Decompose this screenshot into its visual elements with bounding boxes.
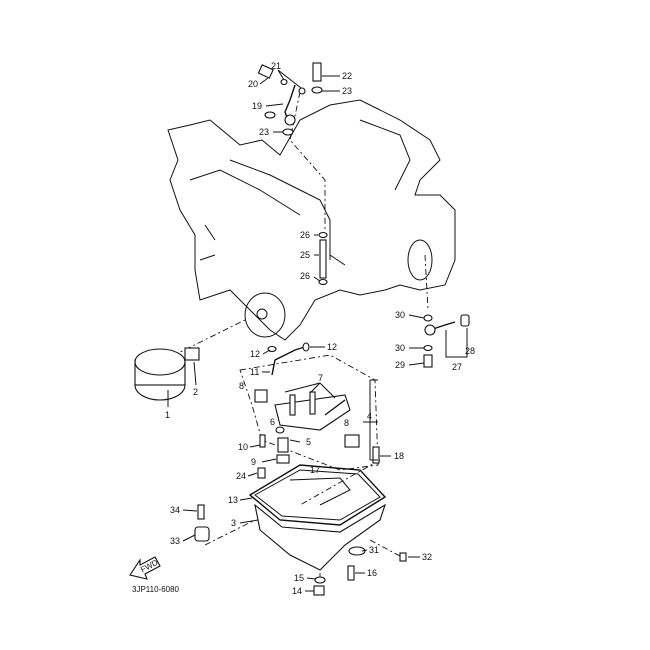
oil-pressure-switch-parts	[423, 314, 470, 368]
forward-arrow-icon: FWD	[129, 556, 161, 580]
callout-22: 22	[342, 71, 352, 81]
leader-lines	[167, 69, 425, 592]
callout-30: 30	[395, 310, 405, 320]
assembly-lines	[159, 91, 429, 580]
callout-6: 6	[270, 417, 275, 427]
callout-29: 29	[395, 360, 405, 370]
callout-32: 32	[422, 552, 432, 562]
oil-pan	[194, 464, 407, 596]
callout-12b: 12	[327, 342, 337, 352]
callout-1: 1	[165, 410, 170, 420]
callout-15: 15	[294, 573, 304, 583]
callout-4: 4	[367, 411, 372, 421]
callout-27: 27	[452, 362, 462, 372]
callout-3: 3	[231, 518, 236, 528]
callout-10: 10	[238, 442, 248, 452]
oil-filter-parts	[134, 342, 310, 401]
callout-19: 19	[252, 101, 262, 111]
callout-14: 14	[292, 586, 302, 596]
callout-labels: 20 21 22 23 19 23 26 25 26 30 30 29 28 2…	[165, 61, 475, 596]
callout-2: 2	[193, 387, 198, 397]
callout-16: 16	[367, 568, 377, 578]
callout-7: 7	[318, 373, 323, 383]
callout-21: 21	[271, 61, 281, 71]
callout-18: 18	[394, 451, 404, 461]
callout-28: 28	[465, 346, 475, 356]
engine-crankcase-outline	[167, 99, 456, 341]
callout-23: 23	[342, 86, 352, 96]
oil-strainer-assembly	[254, 389, 380, 479]
callout-8b: 8	[344, 418, 349, 428]
upper-oil-pipe-parts	[257, 62, 328, 286]
callout-13: 13	[228, 495, 238, 505]
callout-26b: 26	[300, 271, 310, 281]
callout-33: 33	[170, 536, 180, 546]
callout-25: 25	[300, 250, 310, 260]
callout-26: 26	[300, 230, 310, 240]
callout-8: 8	[239, 381, 244, 391]
callout-9: 9	[251, 457, 256, 467]
callout-20: 20	[248, 79, 258, 89]
callout-12: 12	[250, 349, 260, 359]
callout-24: 24	[236, 471, 246, 481]
callout-34: 34	[170, 505, 180, 515]
callout-31: 31	[369, 545, 379, 555]
callout-23b: 23	[259, 127, 269, 137]
callout-30b: 30	[395, 343, 405, 353]
callout-17: 17	[310, 465, 320, 475]
diagram-code: 3JP110-6080	[132, 585, 180, 594]
callout-5: 5	[306, 437, 311, 447]
callout-11: 11	[250, 367, 259, 377]
